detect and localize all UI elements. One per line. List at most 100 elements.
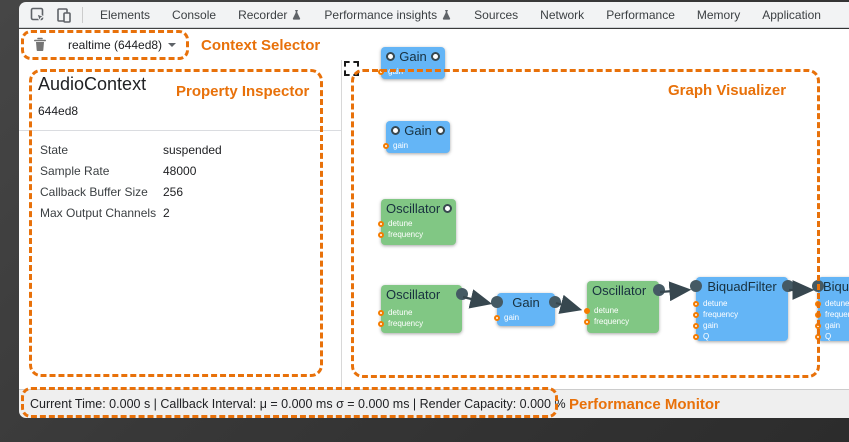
output-port-icon bbox=[436, 125, 445, 135]
node-title: Oscillator bbox=[386, 200, 441, 216]
device-toolbar-icon[interactable] bbox=[54, 5, 74, 25]
property-value: suspended bbox=[163, 142, 222, 157]
tab-label: Performance bbox=[606, 7, 675, 22]
node-title: Gain bbox=[512, 294, 540, 310]
devtools-tab-bar: Elements Console Recorder Performance in… bbox=[19, 2, 849, 28]
audio-node-biquadfilter[interactable]: BiquadFilter detune frequency gain Q bbox=[812, 277, 849, 341]
tab-elements[interactable]: Elements bbox=[89, 2, 161, 28]
experiment-flask-icon bbox=[293, 9, 301, 20]
tab-application[interactable]: Application bbox=[751, 2, 832, 28]
param-port-icon bbox=[378, 231, 384, 238]
graph-visualizer-annotation-label: Graph Visualizer bbox=[668, 82, 787, 99]
property-row: Max Output Channels 2 bbox=[40, 202, 222, 223]
node-title: BiquadFilter bbox=[707, 278, 777, 294]
panel-split-divider[interactable] bbox=[341, 60, 342, 389]
tab-label: Application bbox=[762, 7, 821, 22]
param-port-icon bbox=[494, 314, 500, 321]
param-port-icon bbox=[378, 309, 384, 316]
tab-label: Elements bbox=[100, 7, 151, 22]
tab-label: Memory bbox=[696, 7, 741, 22]
chevron-down-icon bbox=[168, 42, 177, 47]
experiment-flask-icon bbox=[442, 9, 451, 20]
param-label: gain bbox=[388, 67, 404, 76]
tab-memory[interactable]: Memory bbox=[686, 2, 751, 28]
param-label: frequency bbox=[388, 230, 424, 239]
param-port-icon bbox=[383, 142, 389, 149]
node-title: BiquadFilter bbox=[823, 278, 849, 294]
property-value: 256 bbox=[163, 184, 184, 199]
param-port-icon bbox=[378, 320, 384, 327]
tab-label: Recorder bbox=[238, 7, 288, 22]
input-port-icon bbox=[391, 125, 400, 135]
param-label: gain bbox=[393, 141, 409, 150]
param-label: detune bbox=[388, 219, 413, 228]
tab-performance-insights[interactable]: Performance insights bbox=[313, 2, 463, 28]
tab-recorder[interactable]: Recorder bbox=[227, 2, 313, 28]
audio-node-biquadfilter[interactable]: BiquadFilter detune frequency gain Q bbox=[690, 277, 794, 341]
audio-node-oscillator[interactable]: Oscillator detune frequency bbox=[584, 281, 665, 333]
param-label: detune bbox=[825, 299, 849, 308]
context-id: 644ed8 bbox=[38, 104, 79, 118]
input-port-icon bbox=[812, 280, 824, 292]
node-title: Gain bbox=[399, 48, 427, 64]
trash-icon[interactable] bbox=[30, 35, 50, 55]
context-title: AudioContext bbox=[38, 74, 147, 94]
tab-label: Network bbox=[540, 7, 585, 22]
audio-node-gain[interactable]: Gain gain bbox=[491, 293, 561, 326]
param-label: detune bbox=[594, 306, 619, 315]
param-label: Q bbox=[825, 332, 832, 341]
param-label: frequency bbox=[825, 310, 849, 319]
param-port-icon bbox=[584, 318, 590, 325]
param-port-icon bbox=[693, 300, 699, 307]
output-port-icon bbox=[782, 280, 794, 292]
param-port-icon bbox=[815, 300, 821, 307]
param-port-icon bbox=[378, 68, 384, 75]
tab-label: Console bbox=[172, 7, 217, 22]
section-divider bbox=[19, 130, 341, 131]
param-port-icon bbox=[815, 311, 821, 318]
input-port-icon bbox=[690, 280, 702, 292]
property-label: Max Output Channels bbox=[40, 205, 157, 220]
property-row: Callback Buffer Size 256 bbox=[40, 181, 222, 202]
property-row: Sample Rate 48000 bbox=[40, 160, 222, 181]
node-title: Oscillator bbox=[592, 282, 647, 298]
tab-label: Sources bbox=[474, 7, 519, 22]
inspect-element-icon[interactable] bbox=[28, 5, 48, 25]
tab-console[interactable]: Console bbox=[161, 2, 227, 28]
tab-label: Performance insights bbox=[324, 7, 438, 22]
param-port-icon bbox=[584, 307, 590, 314]
param-label: detune bbox=[388, 308, 413, 317]
audio-node-oscillator[interactable]: Oscillator detune frequency bbox=[378, 199, 456, 245]
property-value: 2 bbox=[163, 205, 170, 220]
audio-node-oscillator[interactable]: Oscillator detune frequency bbox=[378, 285, 468, 333]
param-port-icon bbox=[815, 333, 821, 340]
property-label: Sample Rate bbox=[40, 163, 110, 178]
input-port-icon bbox=[491, 296, 503, 308]
context-selector-dropdown[interactable]: realtime (644ed8) bbox=[68, 38, 177, 52]
performance-monitor-text: Current Time: 0.000 s | Callback Interva… bbox=[30, 397, 566, 411]
tab-sources[interactable]: Sources bbox=[463, 2, 529, 28]
property-inspector-annotation-label: Property Inspector bbox=[176, 83, 310, 100]
performance-monitor-annotation-label: Performance Monitor bbox=[569, 396, 720, 413]
property-value: 48000 bbox=[163, 163, 197, 178]
output-port-icon bbox=[653, 284, 665, 296]
audio-node-gain[interactable]: Gain gain bbox=[383, 121, 450, 153]
tab-network[interactable]: Network bbox=[529, 2, 595, 28]
output-port-icon bbox=[456, 288, 468, 300]
audio-node-gain[interactable]: Gain gain bbox=[378, 47, 445, 79]
param-port-icon bbox=[693, 311, 699, 318]
param-label: frequency bbox=[594, 317, 630, 326]
param-label: detune bbox=[703, 299, 728, 308]
param-port-icon bbox=[693, 322, 699, 329]
output-port-icon bbox=[431, 51, 440, 61]
context-selector-annotation-label: Context Selector bbox=[201, 37, 321, 54]
node-title: Gain bbox=[404, 122, 432, 138]
performance-monitor-bar: Current Time: 0.000 s | Callback Interva… bbox=[19, 389, 849, 418]
param-port-icon bbox=[693, 333, 699, 340]
tab-performance[interactable]: Performance bbox=[595, 2, 686, 28]
param-label: frequency bbox=[703, 310, 739, 319]
param-label: gain bbox=[504, 313, 520, 322]
property-label: Callback Buffer Size bbox=[40, 184, 148, 199]
